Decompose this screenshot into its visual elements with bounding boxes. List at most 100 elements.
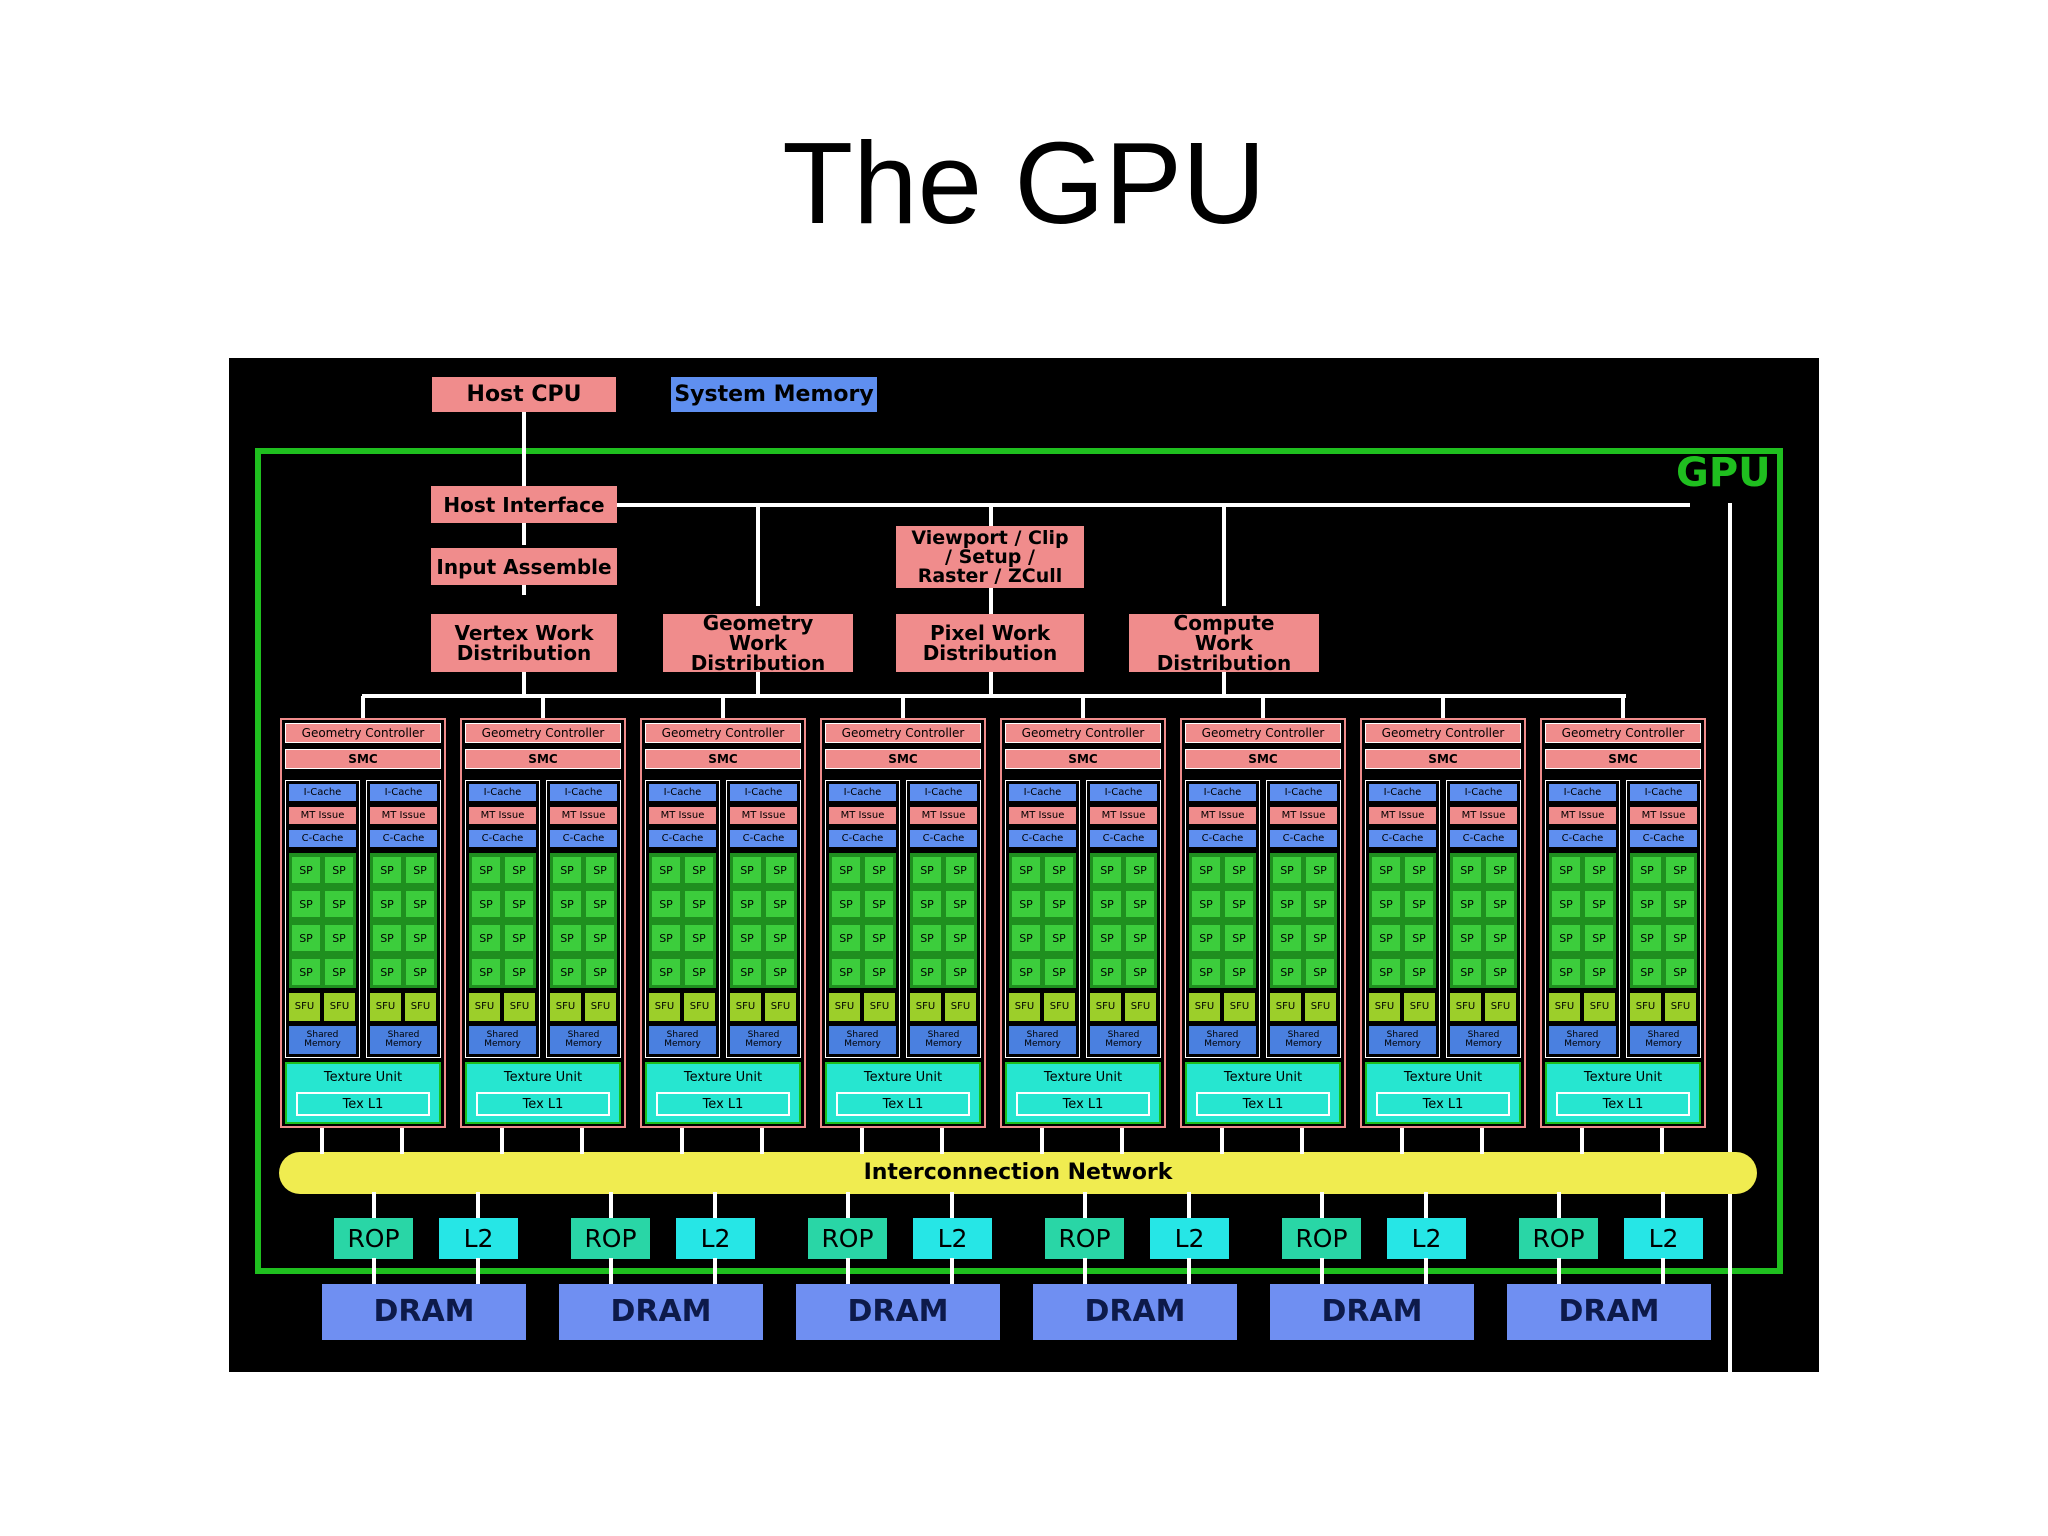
smc-box: SMC xyxy=(1545,749,1701,769)
sp-unit: SP xyxy=(325,925,353,951)
sp-unit: SP xyxy=(1012,959,1040,985)
texture-unit-label: Texture Unit xyxy=(863,1069,943,1085)
sfu-unit: SFU xyxy=(504,993,535,1021)
rop-box: ROP xyxy=(1045,1218,1124,1259)
mt-issue-box: MT Issue xyxy=(550,807,617,824)
sp-unit: SP xyxy=(1306,925,1334,951)
mt-issue-box: MT Issue xyxy=(1450,807,1517,824)
sp-unit: SP xyxy=(1306,891,1334,917)
connector-line xyxy=(1300,1128,1304,1154)
i-cache-box: I-Cache xyxy=(1630,784,1697,801)
sfu-unit: SFU xyxy=(765,993,796,1021)
connector-line xyxy=(1480,1128,1484,1154)
sp-unit: SP xyxy=(1192,891,1220,917)
c-cache-box: C-Cache xyxy=(1270,830,1337,847)
gpu-boundary xyxy=(255,448,1783,1274)
sfu-unit: SFU xyxy=(1009,993,1040,1021)
sp-unit: SP xyxy=(1273,959,1301,985)
sp-unit: SP xyxy=(1666,891,1694,917)
connector-line xyxy=(1557,1192,1561,1218)
connector-line xyxy=(1220,1128,1224,1154)
sp-unit: SP xyxy=(832,857,860,883)
sp-unit: SP xyxy=(733,959,761,985)
sp-unit: SP xyxy=(292,891,320,917)
smc-box: SMC xyxy=(825,749,981,769)
geometry-controller-box: Geometry Controller xyxy=(1005,723,1161,743)
connector-line xyxy=(541,696,545,718)
connector-line xyxy=(940,1128,944,1154)
sp-unit: SP xyxy=(685,959,713,985)
sp-unit: SP xyxy=(325,891,353,917)
gpu-block-diagram: GPU Host CPU System Memory Host Interfac… xyxy=(229,358,1819,1372)
c-cache-box: C-Cache xyxy=(289,830,356,847)
sfu-unit: SFU xyxy=(945,993,976,1021)
geometry-controller-box: Geometry Controller xyxy=(1185,723,1341,743)
sp-unit: SP xyxy=(913,891,941,917)
sfu-unit: SFU xyxy=(1305,993,1336,1021)
sp-unit: SP xyxy=(685,857,713,883)
mt-issue-box: MT Issue xyxy=(1189,807,1256,824)
tex-l1-box: Tex L1 xyxy=(476,1092,610,1116)
dram-box: DRAM xyxy=(796,1284,1000,1340)
connector-line xyxy=(1557,1258,1561,1284)
sfu-unit: SFU xyxy=(585,993,616,1021)
c-cache-box: C-Cache xyxy=(1369,830,1436,847)
sp-unit: SP xyxy=(1585,857,1613,883)
sp-unit: SP xyxy=(1633,857,1661,883)
connector-line xyxy=(901,696,905,718)
geometry-controller-box: Geometry Controller xyxy=(645,723,801,743)
geometry-controller-box: Geometry Controller xyxy=(825,723,981,743)
i-cache-box: I-Cache xyxy=(1369,784,1436,801)
shared-memory-box: Shared Memory xyxy=(829,1026,896,1054)
connector-line xyxy=(400,1128,404,1154)
connector-line xyxy=(680,1128,684,1154)
i-cache-box: I-Cache xyxy=(469,784,536,801)
mt-issue-box: MT Issue xyxy=(829,807,896,824)
texture-unit-label: Texture Unit xyxy=(503,1069,583,1085)
connector-line xyxy=(950,1258,954,1284)
tex-l1-box: Tex L1 xyxy=(1556,1092,1690,1116)
sp-unit: SP xyxy=(733,857,761,883)
viewport-clip-setup-raster-zcull-box: Viewport / Clip / Setup / Raster / ZCull xyxy=(896,526,1084,588)
shared-memory-box: Shared Memory xyxy=(1450,1026,1517,1054)
sp-unit: SP xyxy=(1453,959,1481,985)
sp-unit: SP xyxy=(1225,925,1253,951)
sp-unit: SP xyxy=(652,925,680,951)
i-cache-box: I-Cache xyxy=(1009,784,1076,801)
shared-memory-box: Shared Memory xyxy=(1090,1026,1157,1054)
sp-unit: SP xyxy=(652,959,680,985)
sp-unit: SP xyxy=(832,959,860,985)
i-cache-box: I-Cache xyxy=(1270,784,1337,801)
sp-unit: SP xyxy=(733,891,761,917)
mt-issue-box: MT Issue xyxy=(1090,807,1157,824)
tex-l1-box: Tex L1 xyxy=(1376,1092,1510,1116)
sp-unit: SP xyxy=(1012,857,1040,883)
sp-unit: SP xyxy=(1273,925,1301,951)
shared-memory-box: Shared Memory xyxy=(1189,1026,1256,1054)
sp-unit: SP xyxy=(946,959,974,985)
vertex-work-distribution-box: Vertex Work Distribution xyxy=(431,614,617,672)
connector-line xyxy=(1120,1128,1124,1154)
slide-title: The GPU xyxy=(782,118,1266,248)
connector-line xyxy=(860,1128,864,1154)
sp-unit: SP xyxy=(913,925,941,951)
sfu-unit: SFU xyxy=(1044,993,1075,1021)
tex-l1-box: Tex L1 xyxy=(1196,1092,1330,1116)
sp-unit: SP xyxy=(1093,857,1121,883)
sp-unit: SP xyxy=(505,925,533,951)
sp-unit: SP xyxy=(1225,959,1253,985)
gpu-label: GPU xyxy=(1676,450,1771,496)
